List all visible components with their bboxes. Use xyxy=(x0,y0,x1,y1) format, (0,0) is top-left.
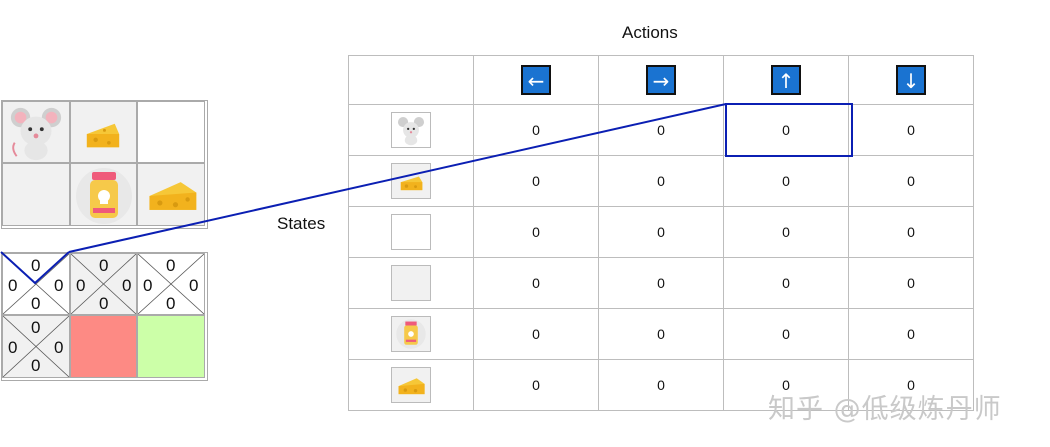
q-cell: 0 xyxy=(473,155,599,207)
q-cell: 0 xyxy=(848,155,974,207)
q-grid-cell: 0 0 0 0 xyxy=(137,253,205,315)
q-cell: 0 xyxy=(598,359,724,411)
state-small-cheese xyxy=(348,155,474,207)
states-label: States xyxy=(277,214,326,233)
poison-icon xyxy=(396,319,426,349)
q-cell: 0 xyxy=(848,359,974,411)
q-cell: 0 xyxy=(723,359,849,411)
action-header-down: ↓ xyxy=(848,55,974,105)
q-cell: 0 xyxy=(473,308,599,360)
q-value-top: 0 xyxy=(31,256,41,275)
q-cell: 0 xyxy=(473,257,599,309)
action-header-up: ↑ xyxy=(723,55,849,105)
q-value-bottom: 0 xyxy=(166,294,176,313)
q-grid-cell: 0 0 0 0 xyxy=(70,253,137,315)
table-row: 0 0 0 0 xyxy=(348,308,974,360)
mouse-icon xyxy=(10,107,62,161)
q-cell: 0 xyxy=(598,155,724,207)
q-cell: 0 xyxy=(598,104,724,156)
q-value-right: 0 xyxy=(122,276,132,295)
q-value-bottom: 0 xyxy=(99,294,109,313)
q-table-corner xyxy=(348,55,474,105)
action-header-right: → xyxy=(598,55,724,105)
q-grid: 0 0 0 0 0 0 0 0 0 0 0 0 0 0 0 0 xyxy=(1,252,208,381)
goal-cell xyxy=(137,315,205,378)
q-value-left: 0 xyxy=(8,276,18,295)
empty-white-icon xyxy=(391,214,431,250)
grid-cell-poison xyxy=(70,163,137,226)
state-poison xyxy=(348,308,474,360)
q-table: ← → ↑ ↓ 0 0 0 0 0 0 0 0 0 0 0 0 0 0 0 0 … xyxy=(348,55,974,411)
arrow-right-icon: → xyxy=(646,65,676,95)
table-row: 0 0 0 0 xyxy=(348,359,974,411)
watermark: 知乎 @低级炼丹师 xyxy=(768,394,1002,425)
poison-cell xyxy=(70,315,137,378)
q-grid-cell: 0 0 0 0 xyxy=(2,253,70,315)
q-cell: 0 xyxy=(598,206,724,258)
q-table-header-row: ← → ↑ ↓ xyxy=(348,55,974,105)
q-cell: 0 xyxy=(723,308,849,360)
q-value-top: 0 xyxy=(99,256,109,275)
q-value-left: 0 xyxy=(143,276,153,295)
cell-diagonals xyxy=(138,254,204,314)
cheese-big-icon xyxy=(398,378,425,395)
q-cell: 0 xyxy=(848,308,974,360)
q-value-bottom: 0 xyxy=(31,294,41,313)
q-cell: 0 xyxy=(848,257,974,309)
actions-label: Actions xyxy=(622,23,678,42)
arrow-left-icon: ← xyxy=(521,65,551,95)
empty-grey-icon xyxy=(391,265,431,301)
arrow-up-icon: ↑ xyxy=(771,65,801,95)
grid-cell-big-cheese xyxy=(137,163,205,226)
action-header-left: ← xyxy=(473,55,599,105)
poison-icon xyxy=(76,168,132,224)
state-big-cheese xyxy=(348,359,474,411)
q-value-right: 0 xyxy=(189,276,199,295)
table-row: 0 0 0 0 xyxy=(348,257,974,309)
q-cell: 0 xyxy=(473,206,599,258)
cell-diagonals xyxy=(3,316,69,377)
state-mouse xyxy=(348,104,474,156)
arrow-down-icon: ↓ xyxy=(896,65,926,95)
q-cell: 0 xyxy=(723,206,849,258)
state-empty-white xyxy=(348,206,474,258)
q-cell: 0 xyxy=(473,359,599,411)
state-empty-grey xyxy=(348,257,474,309)
mouse-icon xyxy=(397,116,425,146)
grid-cell-empty-top-right xyxy=(137,101,205,163)
q-value-top: 0 xyxy=(166,256,176,275)
q-cell: 0 xyxy=(723,257,849,309)
q-cell: 0 xyxy=(848,206,974,258)
cheese-big-icon xyxy=(149,182,197,210)
q-cell: 0 xyxy=(598,308,724,360)
cheese-small-icon xyxy=(400,176,423,191)
q-value-top: 0 xyxy=(31,318,41,337)
q-value-right: 0 xyxy=(54,338,64,357)
table-row: 0 0 0 0 xyxy=(348,104,974,156)
q-cell: 0 xyxy=(473,104,599,156)
cheese-small-icon xyxy=(86,123,120,148)
table-row: 0 0 0 0 xyxy=(348,155,974,207)
q-value-right: 0 xyxy=(54,276,64,295)
q-cell: 0 xyxy=(723,104,849,156)
grid-cell-empty-bottom-left xyxy=(2,163,70,226)
grid-cell-small-cheese xyxy=(70,101,137,163)
q-cell: 0 xyxy=(598,257,724,309)
q-value-left: 0 xyxy=(8,338,18,357)
q-value-left: 0 xyxy=(76,276,86,295)
grid-cell-mouse xyxy=(2,101,70,163)
cell-diagonals xyxy=(71,254,136,314)
q-cell: 0 xyxy=(848,104,974,156)
table-row: 0 0 0 0 xyxy=(348,206,974,258)
grid-world xyxy=(1,100,208,229)
q-cell: 0 xyxy=(723,155,849,207)
q-grid-cell: 0 0 0 0 xyxy=(2,315,70,378)
q-value-bottom: 0 xyxy=(31,356,41,375)
